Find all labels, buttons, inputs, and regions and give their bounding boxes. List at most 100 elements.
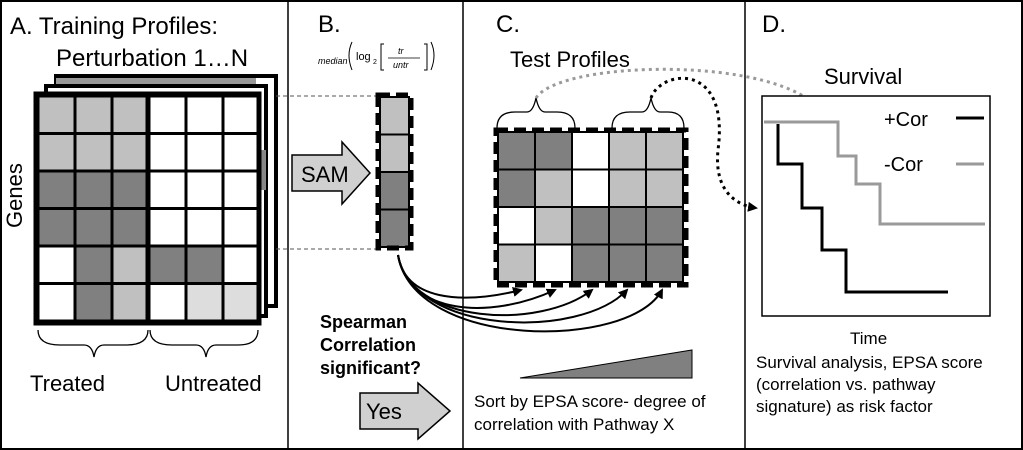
training-heatmap-cell — [184, 244, 225, 285]
signature-cell — [379, 208, 410, 248]
brace-right-group — [611, 97, 685, 129]
brace-left-group — [496, 97, 576, 129]
training-heatmap-cell — [73, 282, 114, 323]
training-heatmap-cell — [110, 244, 151, 285]
formula-bracket-right — [424, 43, 428, 71]
training-heatmap-cell — [221, 94, 262, 135]
panel-d-subtitle: Survival — [824, 64, 902, 89]
training-heatmap-cell — [147, 282, 188, 323]
sam-label: SAM — [301, 162, 349, 187]
test-heatmap-cell — [571, 168, 610, 208]
test-heatmap-cell — [534, 206, 573, 246]
panel-d: D. Survival +Cor -Cor Time Survival anal… — [756, 11, 991, 416]
panel-d-caption-3: signature) as risk factor — [756, 397, 933, 416]
test-heatmap-cell — [534, 168, 573, 208]
panel-a-title: A. Training Profiles: — [10, 13, 218, 40]
training-heatmap-cell — [110, 282, 151, 323]
survival-plot-frame — [761, 95, 991, 317]
training-heatmap-cell — [73, 207, 114, 248]
test-heatmap-cell — [645, 131, 684, 171]
corr-arrow-4 — [397, 254, 629, 324]
training-heatmap-cell — [147, 169, 188, 210]
test-heatmap-cell — [608, 168, 647, 208]
test-heatmap-cell — [571, 243, 610, 283]
stack-layer-2-strip — [258, 150, 266, 190]
training-heatmap-cell — [221, 132, 262, 173]
formula-log: log — [356, 51, 371, 63]
panel-c: C. Test Profiles Sort by EPSA score- deg… — [474, 11, 706, 434]
formula-paren-right — [430, 41, 435, 71]
test-heatmap-cell — [497, 206, 536, 246]
yes-arrow — [359, 381, 452, 441]
training-heatmap-cell — [73, 94, 114, 135]
training-heatmap-cell — [184, 132, 225, 173]
training-heatmap-cell — [221, 244, 262, 285]
test-heatmap-cell — [608, 243, 647, 283]
signature-border — [375, 92, 414, 251]
yes-label: Yes — [366, 399, 402, 424]
training-heatmap-cell — [147, 244, 188, 285]
dotted-arrow-gray — [534, 67, 824, 114]
neg-cor-curve — [764, 120, 985, 226]
legend-neg-label: -Cor — [884, 154, 923, 176]
training-heatmap-cell — [221, 169, 262, 210]
genes-label: Genes — [2, 163, 27, 228]
untreated-brace — [149, 329, 259, 358]
training-heatmap-cell — [110, 94, 151, 135]
correlation-arrows — [397, 254, 663, 333]
panel-c-caption-1: Sort by EPSA score- degree of — [474, 392, 706, 411]
formula-paren-left — [348, 41, 353, 71]
panel-d-caption-2: (correlation vs. pathway — [756, 375, 936, 394]
training-heatmap-cell — [147, 132, 188, 173]
test-heatmap-border — [493, 127, 689, 288]
panel-c-caption-2: correlation with Pathway X — [474, 415, 674, 434]
panel-b: B. median log 2 tr untr SAM Spearman Cor… — [291, 11, 452, 441]
median-formula: median log 2 tr untr — [318, 41, 435, 71]
test-heatmap-cell — [571, 206, 610, 246]
training-heatmap — [36, 94, 262, 323]
test-heatmap-cell — [608, 131, 647, 171]
panel-c-subtitle: Test Profiles — [510, 47, 630, 72]
untreated-label: Untreated — [165, 371, 262, 396]
test-heatmap-cell — [497, 131, 536, 171]
training-heatmap-cell — [36, 282, 77, 323]
training-heatmap-cell — [184, 169, 225, 210]
training-heatmap-cell — [73, 244, 114, 285]
panel-a: A. Training Profiles: Perturbation 1…N G… — [2, 13, 278, 396]
dotted-arrow-black — [649, 76, 758, 212]
test-heatmap-cell — [645, 206, 684, 246]
question-line2: Correlation — [320, 335, 416, 355]
formula-bracket-left — [380, 43, 384, 71]
training-heatmap-cell — [147, 207, 188, 248]
test-heatmap-cell — [497, 243, 536, 283]
question-line1: Spearman — [320, 312, 407, 332]
training-heatmap-cell — [36, 169, 77, 210]
training-heatmap-cell — [73, 169, 114, 210]
training-heatmap-cell — [147, 94, 188, 135]
formula-denominator: untr — [393, 60, 410, 70]
sam-arrow — [291, 140, 372, 206]
legend-pos-label: +Cor — [884, 109, 928, 131]
panel-a-subtitle: Perturbation 1…N — [56, 45, 248, 72]
test-heatmap-cell — [571, 131, 610, 171]
training-heatmap-cell — [110, 169, 151, 210]
training-heatmap-cell — [36, 207, 77, 248]
test-heatmap — [497, 131, 684, 283]
training-heatmap-cell — [184, 94, 225, 135]
signature-cell — [379, 171, 410, 211]
panel-d-caption-1: Survival analysis, EPSA score — [756, 353, 983, 372]
corr-arrow-5 — [397, 254, 663, 333]
training-heatmap-cell — [36, 244, 77, 285]
training-heatmap-cell — [184, 207, 225, 248]
formula-numerator: tr — [398, 46, 405, 56]
training-heatmap-cell — [110, 207, 151, 248]
training-heatmap-cell — [73, 132, 114, 173]
training-heatmap-cell — [36, 132, 77, 173]
test-heatmap-cell — [645, 168, 684, 208]
signature-cell — [379, 133, 410, 173]
training-heatmap-cell — [221, 282, 262, 323]
x-axis-label: Time — [850, 329, 887, 348]
test-heatmap-cell — [534, 243, 573, 283]
